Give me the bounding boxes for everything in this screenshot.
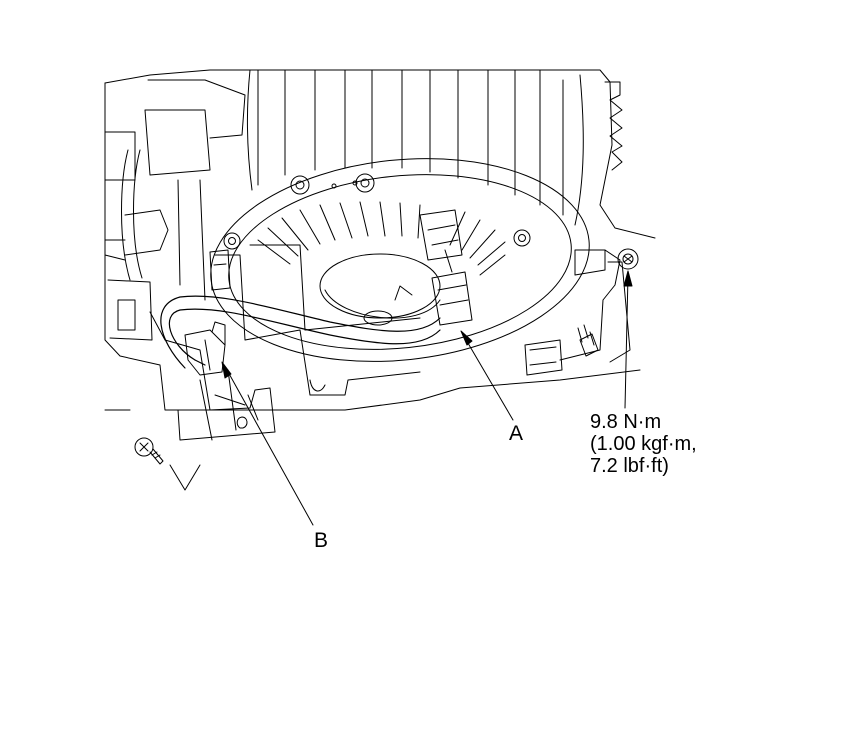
lower-housing	[214, 244, 599, 396]
torque-line-3: 7.2 lbf·ft)	[590, 455, 669, 477]
leader-line-torque	[623, 270, 633, 409]
leader-line-b	[221, 361, 314, 526]
blower-housing	[104, 69, 656, 411]
bolt-icon	[617, 248, 639, 270]
fan-vanes	[257, 201, 506, 276]
section-break	[104, 409, 201, 491]
torque-line-2: (1.00 kgf·m,	[590, 433, 697, 455]
callout-b: B	[314, 529, 329, 552]
side-connector	[209, 249, 231, 291]
motor-housing	[210, 158, 590, 362]
mounting-bracket	[149, 311, 276, 441]
torque-line-1: 9.8 N·m	[590, 411, 662, 433]
screw-icon	[134, 437, 164, 465]
wire-harness	[160, 295, 441, 369]
torque-spec: 9.8 N·m (1.00 kgf·m, 7.2 lbf·ft)	[590, 411, 697, 477]
motor-fins	[246, 69, 584, 226]
callout-a: A	[509, 422, 524, 445]
clip-b	[184, 321, 226, 376]
connector-a	[419, 209, 473, 326]
leader-line-a	[460, 330, 514, 421]
